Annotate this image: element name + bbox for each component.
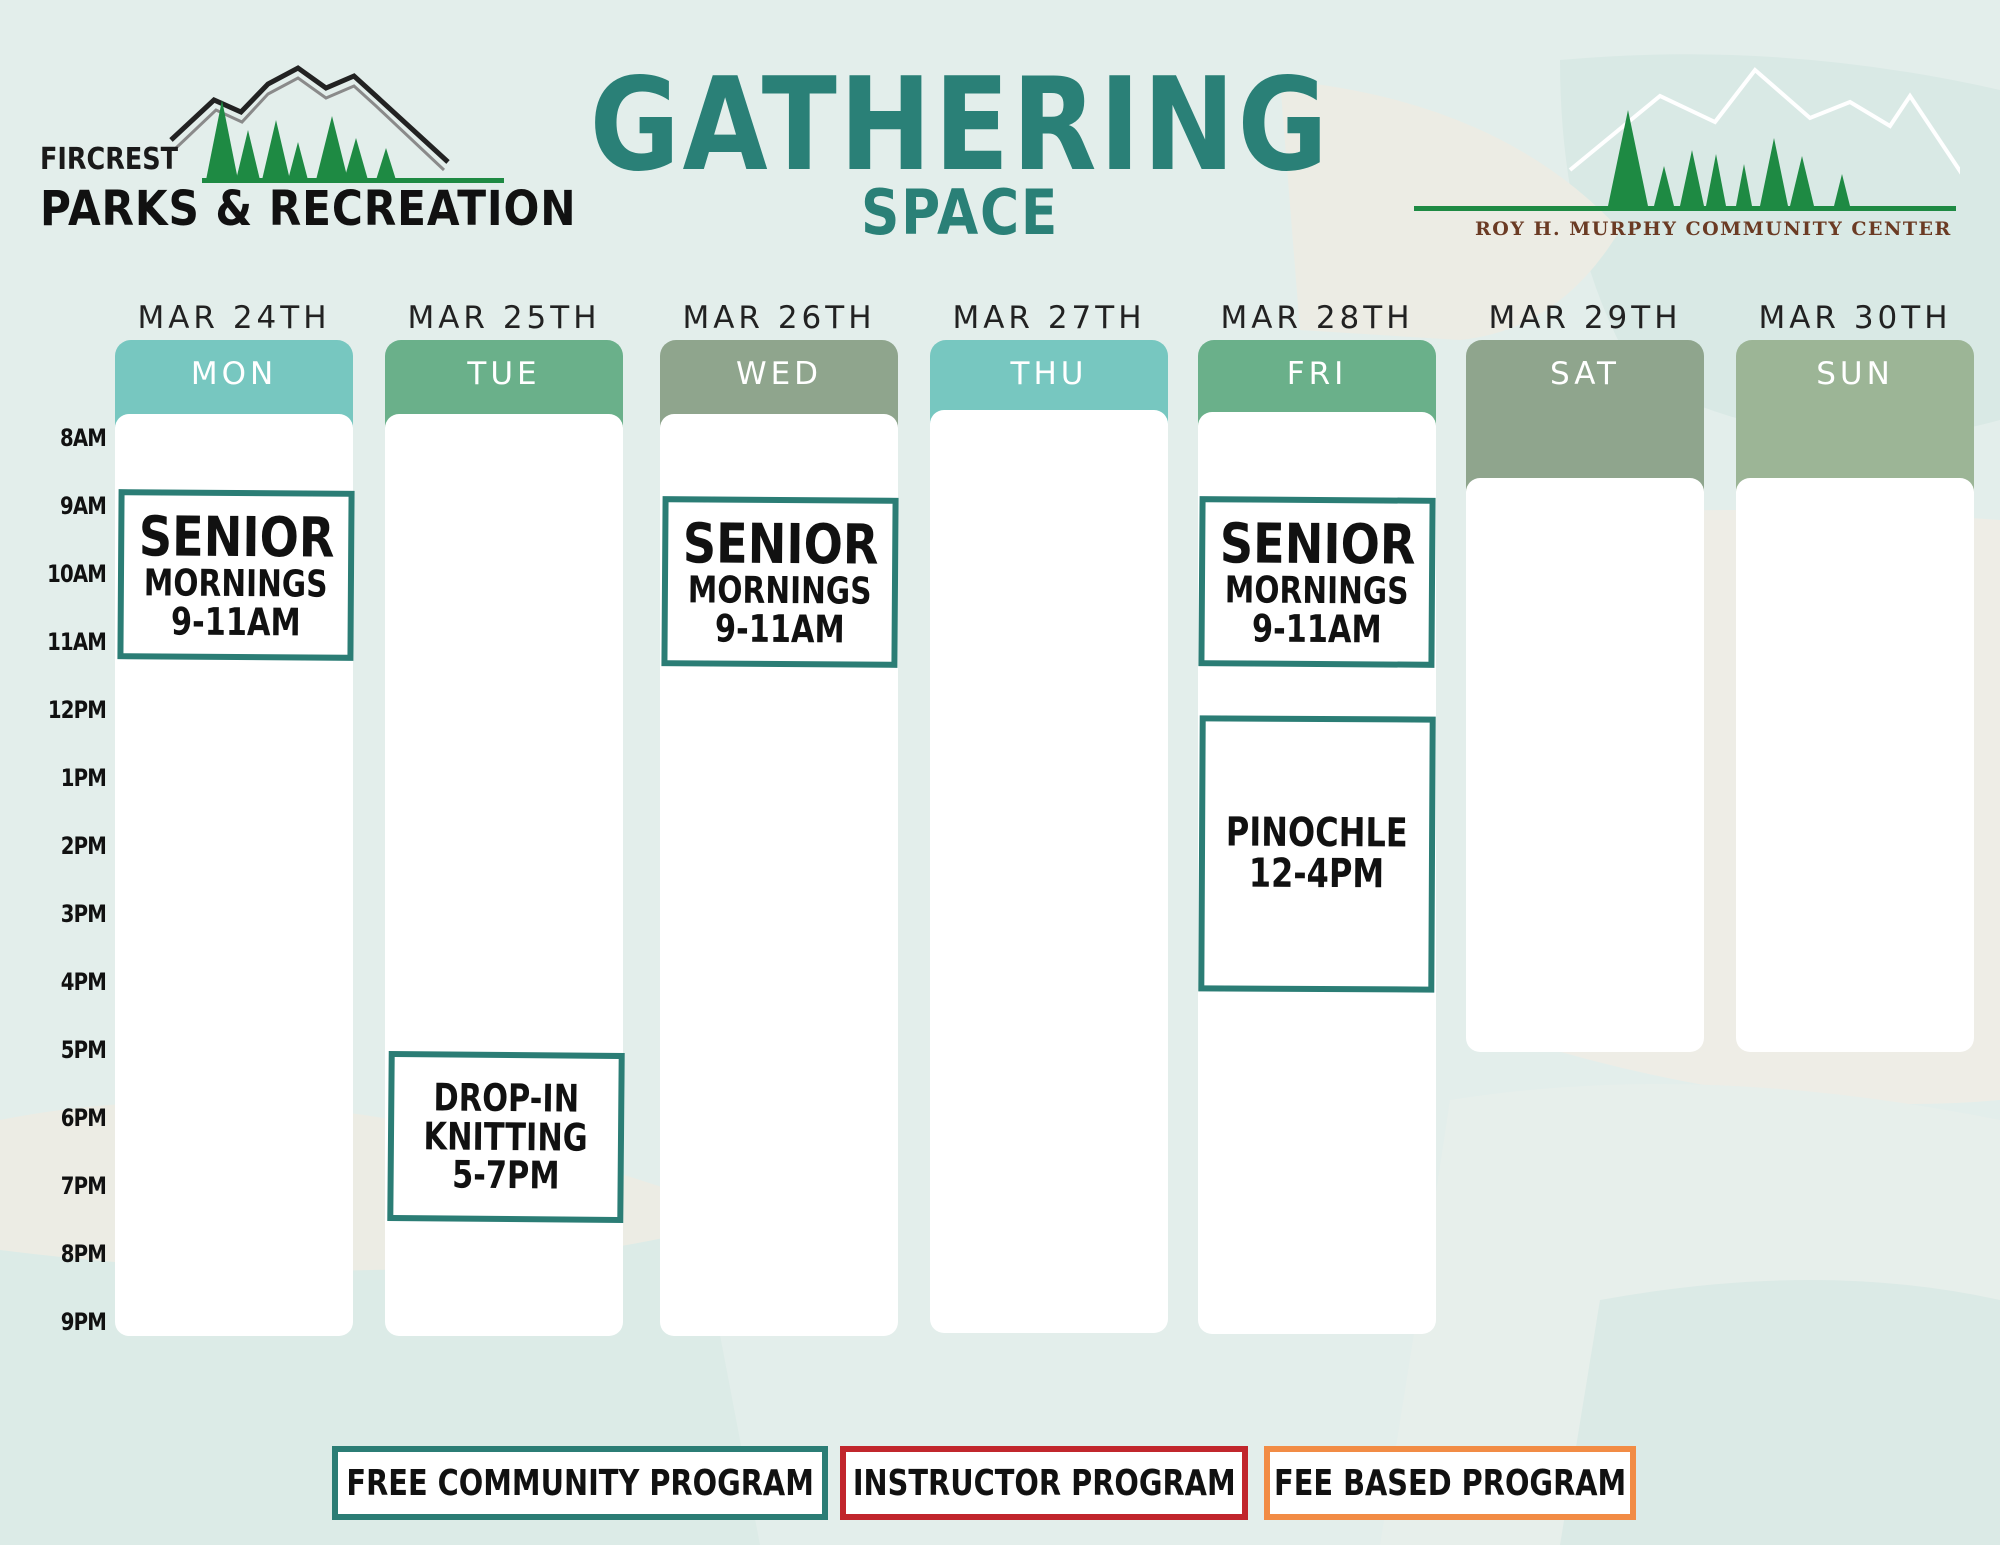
- time-label: 10AM: [47, 560, 107, 588]
- event-title: SENIOR: [138, 504, 335, 570]
- time-label: 9PM: [60, 1308, 107, 1336]
- date-label: MAR 25TH: [407, 300, 601, 336]
- event-subtitle: KNITTING: [423, 1113, 589, 1160]
- event-card-knitting-tue[interactable]: DROP-IN KNITTING 5-7PM: [387, 1050, 625, 1224]
- page-subtitle: SPACE: [860, 176, 1060, 249]
- time-label: 12PM: [47, 696, 107, 724]
- day-tab-sun[interactable]: SUN: [1736, 340, 1974, 500]
- community-center-logo-icon: [1414, 67, 1960, 211]
- time-label: 3PM: [60, 900, 107, 928]
- event-subtitle: MORNINGS: [1225, 568, 1409, 613]
- date-label: MAR 26TH: [682, 300, 876, 336]
- page-title: GATHERING: [589, 51, 1331, 200]
- event-card-pinochle-fri[interactable]: PINOCHLE 12-4PM: [1198, 715, 1436, 993]
- legend-label: FREE COMMUNITY PROGRAM: [346, 1462, 814, 1504]
- time-label: 9AM: [59, 492, 107, 520]
- event-title: SENIOR: [682, 511, 879, 577]
- event-subtitle: MORNINGS: [688, 568, 872, 613]
- event-card-senior-mornings-wed[interactable]: SENIOR MORNINGS 9-11AM: [661, 496, 899, 668]
- logo-org-big: PARKS & RECREATION: [40, 181, 577, 237]
- logo-org-small: FIRCREST: [40, 142, 179, 177]
- legend-free-community-program: FREE COMMUNITY PROGRAM: [332, 1446, 828, 1520]
- legend-label: FEE BASED PROGRAM: [1273, 1462, 1627, 1504]
- event-time: 9-11AM: [1251, 606, 1382, 651]
- legend-instructor-program: INSTRUCTOR PROGRAM: [840, 1446, 1248, 1520]
- time-label: 8PM: [60, 1240, 107, 1268]
- event-title: PINOCHLE: [1226, 809, 1409, 857]
- day-body-thu[interactable]: [930, 410, 1168, 1333]
- date-label: MAR 29TH: [1488, 300, 1682, 336]
- date-label: MAR 27TH: [952, 300, 1146, 336]
- day-body-sat[interactable]: [1466, 478, 1704, 1052]
- time-label: 1PM: [60, 764, 107, 792]
- event-time: 5-7PM: [451, 1152, 560, 1198]
- community-center-name: ROY H. MURPHY COMMUNITY CENTER: [1475, 218, 1952, 240]
- day-tab-sat[interactable]: SAT: [1466, 340, 1704, 500]
- event-time: 9-11AM: [170, 599, 301, 644]
- event-time: 12-4PM: [1249, 850, 1385, 898]
- fircrest-logo-icon: [169, 65, 504, 183]
- date-label: MAR 24TH: [137, 300, 331, 336]
- legend-label: INSTRUCTOR PROGRAM: [852, 1462, 1236, 1504]
- time-label: 8AM: [59, 424, 107, 452]
- day-body-sun[interactable]: [1736, 478, 1974, 1052]
- event-card-senior-mornings-mon[interactable]: SENIOR MORNINGS 9-11AM: [117, 489, 355, 661]
- event-title: SENIOR: [1219, 511, 1416, 577]
- legend-fee-based-program: FEE BASED PROGRAM: [1264, 1446, 1636, 1520]
- event-time: 9-11AM: [714, 606, 845, 651]
- time-label: 6PM: [60, 1104, 107, 1132]
- time-label: 4PM: [60, 968, 107, 996]
- time-label: 11AM: [47, 628, 107, 656]
- date-label: MAR 30TH: [1758, 300, 1952, 336]
- date-label: MAR 28TH: [1220, 300, 1414, 336]
- time-label: 2PM: [60, 832, 107, 860]
- event-title: DROP-IN: [433, 1075, 580, 1121]
- event-card-senior-mornings-fri[interactable]: SENIOR MORNINGS 9-11AM: [1198, 496, 1436, 668]
- time-label: 5PM: [60, 1036, 107, 1064]
- event-subtitle: MORNINGS: [144, 561, 328, 606]
- time-label: 7PM: [60, 1172, 107, 1200]
